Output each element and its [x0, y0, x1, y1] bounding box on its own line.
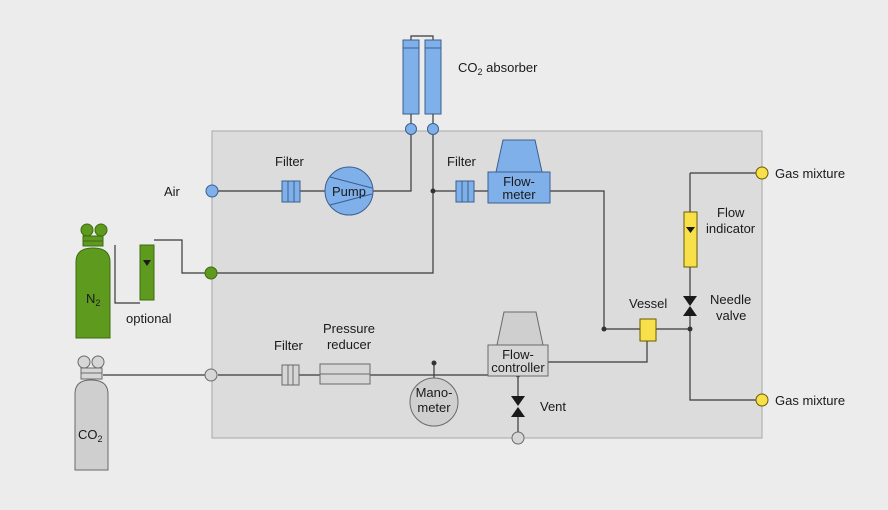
pump: [324, 166, 374, 216]
manometer-label-line1: Mano-: [416, 385, 453, 400]
n2-inlet-port: [204, 266, 218, 280]
co2-cylinder-label: CO2: [78, 427, 103, 444]
vent-valve: [511, 396, 525, 417]
air-label: Air: [164, 184, 181, 199]
co2-absorber: [402, 39, 442, 135]
flowmeter-label-line1: Flow-: [503, 174, 535, 189]
filter-air-label: Filter: [275, 154, 305, 169]
air-inlet-port: [205, 184, 219, 198]
pipework: [99, 35, 757, 432]
vessel-label: Vessel: [629, 296, 667, 311]
needle-valve-label-line2: valve: [716, 308, 746, 323]
pressure-reducer: [319, 363, 371, 385]
gas-mixture-outlet-bottom: [755, 393, 769, 407]
flow-controller-label-line2: controller: [491, 360, 545, 375]
filter-co2-label: Filter: [274, 338, 304, 353]
gas-mixture-bottom-label: Gas mixture: [775, 393, 845, 408]
gas-mixture-top-label: Gas mixture: [775, 166, 845, 181]
junction-dot: [430, 188, 436, 194]
co2-absorber-label: CO2 absorber: [458, 60, 538, 77]
flow-controller-label-line1: Flow-: [502, 347, 534, 362]
filter-flowmeter-label: Filter: [447, 154, 477, 169]
manometer-label-line2: meter: [417, 400, 451, 415]
n2-optional-flow-indicator: [139, 244, 155, 301]
vent-port: [511, 431, 525, 445]
gas-mixture-outlet-top: [755, 166, 769, 180]
co2-inlet-port: [204, 368, 218, 382]
optional-label: optional: [126, 311, 172, 326]
co2-cylinder: [74, 355, 109, 471]
manometer: [409, 377, 459, 427]
junction-dot: [687, 326, 693, 332]
vent-label: Vent: [540, 399, 566, 414]
absorber-port: [427, 123, 439, 135]
flow-indicator-label-line1: Flow: [717, 205, 745, 220]
enclosure-panel: [211, 130, 763, 439]
filter-air: [281, 180, 301, 203]
flowmeter: [487, 139, 551, 204]
filter-co2: [281, 364, 300, 386]
vessel: [639, 318, 657, 342]
n2-cylinder: [75, 223, 111, 339]
needle-valve: [683, 296, 697, 316]
flow-indicator-label-line2: indicator: [706, 221, 756, 236]
n2-label: N2: [86, 291, 100, 308]
needle-valve-label-line1: Needle: [710, 292, 751, 307]
junction-dot: [601, 326, 607, 332]
junction-dot: [431, 360, 437, 366]
pressure-reducer-label-line1: Pressure: [323, 321, 375, 336]
pump-label: Pump: [332, 184, 366, 199]
flowmeter-label-line2: meter: [502, 187, 536, 202]
flow-indicator: [683, 211, 698, 268]
flow-controller: [487, 311, 549, 377]
filter-flowmeter: [455, 180, 475, 203]
pressure-reducer-label-line2: reducer: [327, 337, 372, 352]
absorber-port: [405, 123, 417, 135]
